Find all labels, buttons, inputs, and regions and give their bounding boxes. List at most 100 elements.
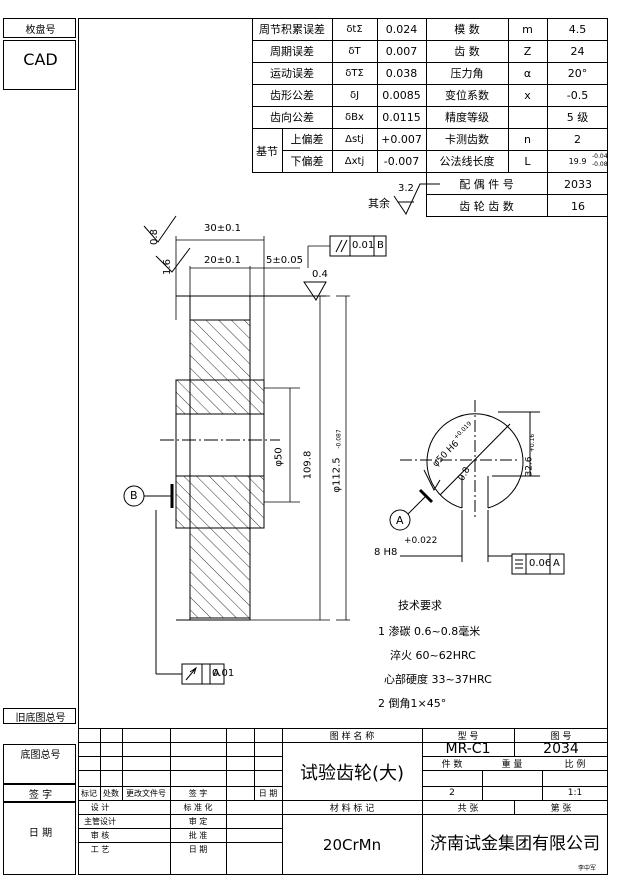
parallel-datum: B	[377, 240, 384, 251]
rest-label: 其余	[368, 197, 390, 210]
param-symbol: m	[522, 22, 533, 36]
tech-req-item: 1 渗碳 0.6~0.8毫米	[378, 625, 481, 638]
roughness-right: 0.4	[312, 269, 328, 280]
parallel-tol: 0.01	[352, 240, 375, 251]
total-sheets-label: 共 张	[457, 803, 479, 814]
sign-label: 签 字	[28, 789, 53, 801]
qty-value: 2	[449, 788, 455, 798]
drawing-no-value: 2034	[543, 742, 579, 756]
rest-roughness-value: 3.2	[398, 183, 414, 194]
weight-label: 重 量	[501, 759, 523, 770]
scale-label: 比 例	[564, 759, 586, 770]
gear-section	[160, 295, 326, 621]
revision-label: 更改文件号	[126, 788, 166, 798]
dim-20: 20±0.1	[204, 255, 242, 266]
param-name: 上偏差	[290, 133, 324, 146]
param-symbol: δTΣ	[345, 67, 364, 79]
footer-note: 李中军	[578, 865, 597, 872]
roughness-left-mid: 1.6	[161, 259, 173, 275]
bore-detail-view	[400, 400, 540, 562]
param-name: 齿 数	[454, 45, 480, 58]
file-no-box: 枚盘号	[3, 18, 76, 38]
param-symbol: δtΣ	[346, 23, 363, 35]
company-name: 济南试金集团有限公司	[430, 833, 600, 854]
param-symbol: δJ	[349, 89, 360, 101]
sym-tol: 0.06	[529, 558, 552, 569]
vertical-dimensions	[250, 295, 350, 621]
material: 20CrMn	[322, 836, 382, 854]
dim-30: 30±0.1	[204, 223, 242, 234]
datum-a-marker	[389, 488, 434, 531]
drawing-name-header: 图 样 名 称	[329, 731, 375, 742]
param-value: 0.024	[385, 22, 418, 36]
param-symbol: Δstj	[345, 133, 364, 145]
detail-roughness-symbol	[423, 469, 441, 492]
param-symbol: δT	[348, 45, 361, 57]
tech-req-item: 2 倒角1×45°	[378, 697, 447, 710]
parallelism-frame	[329, 235, 387, 257]
param-value: 0.038	[385, 66, 418, 80]
scale-value: 1:1	[567, 788, 583, 798]
runout-datum: A	[213, 668, 220, 679]
mating-teeth-value: 16	[571, 199, 585, 213]
params-table-grid	[252, 18, 608, 217]
mating-teeth-label: 齿 轮 齿 数	[459, 200, 514, 213]
param-name: 模 数	[454, 23, 480, 36]
sign-role-label: 审 核	[90, 830, 110, 840]
param-symbol: α	[523, 66, 532, 80]
tech-req-title: 技术要求	[398, 599, 442, 612]
keyway-dev: +0.022	[404, 536, 438, 546]
roughness-left-symbols	[143, 215, 327, 301]
param-name: 精度等级	[445, 111, 489, 124]
dim-bore: φ50	[273, 447, 285, 467]
param-name: 变位系数	[445, 89, 489, 102]
param-value: 5 级	[566, 111, 589, 124]
sign-role-label: 日 期	[188, 844, 208, 854]
type-label: 型 号	[457, 731, 479, 742]
dim-od-dev: -0.087	[335, 429, 343, 449]
mating-part-value: 2033	[564, 177, 592, 191]
datum-a-label: A	[396, 514, 404, 527]
sign-role-label: 批 准	[188, 830, 208, 840]
detail-key-dev: +0.16	[529, 433, 537, 453]
runout-tol: 0.01	[212, 668, 235, 679]
sign-box: 签 字	[3, 784, 76, 802]
drawing-no-label: 图 号	[550, 731, 572, 742]
dim-od: φ112.5	[331, 457, 343, 493]
param-value: 0.0085	[382, 88, 421, 102]
param-symbol: δBx	[345, 111, 364, 123]
param-name: 下偏差	[290, 155, 324, 168]
material-header: 材 料 标 记	[329, 803, 375, 814]
param-value: 0.007	[385, 44, 418, 58]
param-value: 19.9	[568, 156, 587, 166]
gear-drawing	[123, 183, 565, 685]
keyway-fit: 8 H8	[374, 547, 398, 558]
title-block: 图 样 名 称 试验齿轮(大) 型 号 图 号 MR-C1 2034 件 数 重…	[78, 728, 608, 875]
param-value: 20°	[567, 66, 588, 80]
param-symbol: n	[524, 132, 531, 146]
revision-label: 签 字	[188, 788, 208, 798]
detail-key: 32.6	[524, 456, 535, 477]
param-value: 24	[570, 44, 585, 58]
sign-role-label: 主管设计	[84, 816, 116, 826]
top-dimensions	[175, 236, 330, 380]
mating-part-label: 配 偶 件 号	[459, 178, 514, 191]
symmetry-frame	[511, 553, 565, 575]
param-name: 压力角	[450, 67, 484, 80]
drawing-total-box: 底图总号	[3, 744, 76, 784]
cad-box: CAD	[3, 40, 76, 90]
param-name: 齿向公差	[270, 111, 314, 124]
drawing-name: 试验齿轮(大)	[299, 763, 405, 784]
param-value: 2	[574, 132, 581, 146]
sheet-no-label: 第 张	[550, 803, 572, 814]
sign-role-label: 标 准 化	[183, 802, 213, 812]
date-label: 日 期	[28, 827, 53, 839]
param-name: 公法线长度	[439, 155, 495, 168]
drawing-total-label: 底图总号	[20, 749, 61, 761]
qty-label: 件 数	[441, 759, 463, 770]
file-no-label: 枚盘号	[25, 24, 56, 36]
cad-label: CAD	[23, 49, 58, 69]
dim-hub: 109.8	[302, 450, 314, 480]
param-name: 周节积累误差	[259, 23, 325, 36]
